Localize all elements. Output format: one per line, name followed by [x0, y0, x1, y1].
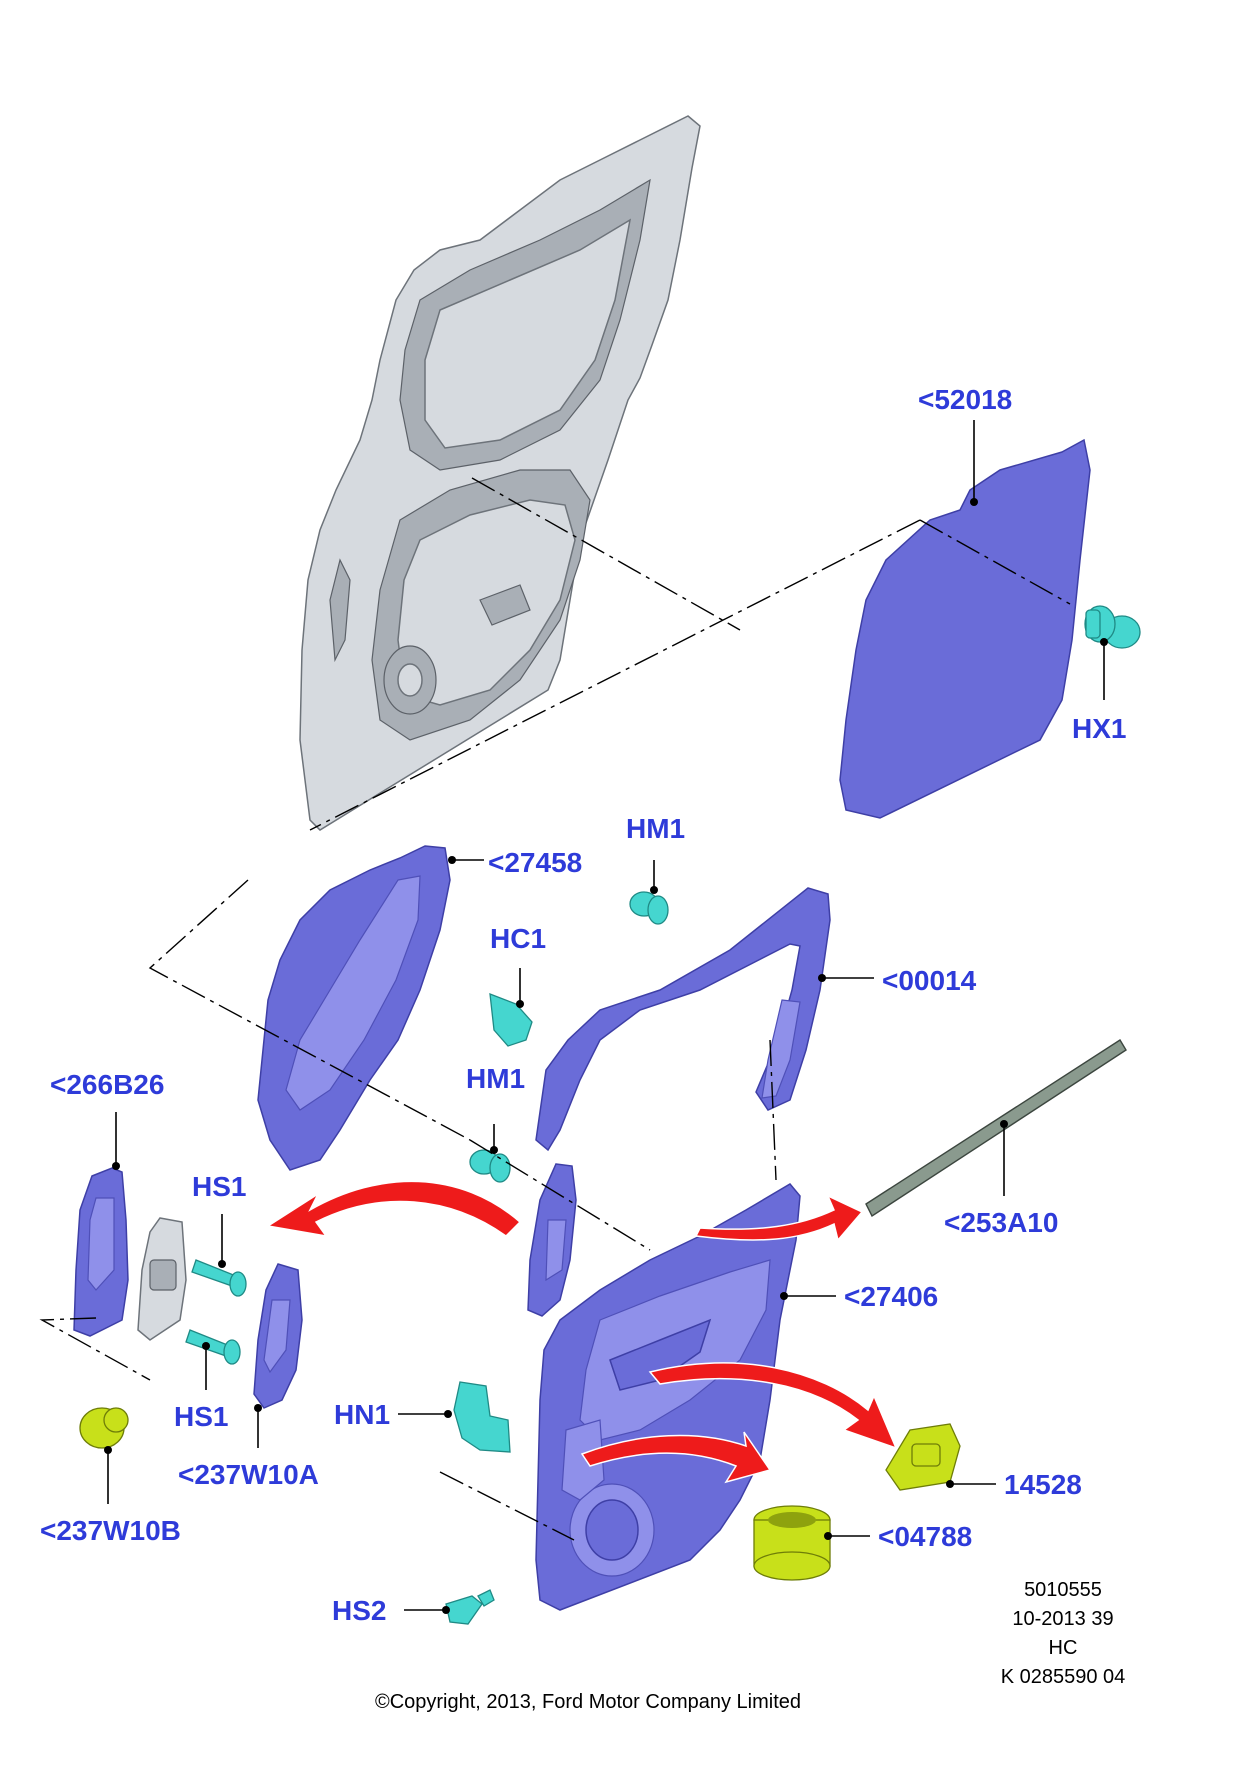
handle-insert-piece: [527, 1163, 577, 1317]
bracket-hn1: [453, 1381, 511, 1453]
label-hs1-top: HS1: [192, 1171, 246, 1202]
watershield-27458: [257, 845, 451, 1171]
label-27458: <27458: [488, 847, 582, 878]
label-266b26: <266B26: [50, 1069, 164, 1100]
screw-hs1-bottom: [185, 1329, 241, 1365]
leader-lines: [104, 420, 1108, 1614]
info-line-3: HC: [1049, 1637, 1078, 1659]
screw-hs2: [445, 1589, 495, 1625]
door-trim-panel-27406: [535, 1183, 801, 1611]
speaker-04788: [753, 1505, 831, 1581]
label-hs1-bottom: HS1: [174, 1401, 228, 1432]
cap-237w10b: [79, 1407, 129, 1449]
clip-hm1-top: [629, 891, 669, 925]
label-hs2: HS2: [332, 1595, 386, 1626]
clip-hm1-mid: [469, 1149, 511, 1183]
handle-mechanism: [137, 1217, 187, 1341]
arrow-to-weatherstrip: [694, 1194, 864, 1242]
label-52018: <52018: [918, 384, 1012, 415]
info-line-2: 10-2013 39: [1012, 1608, 1113, 1630]
trim-frame-00014: [535, 887, 831, 1152]
label-04788: <04788: [878, 1521, 972, 1552]
clip-hc1: [489, 993, 533, 1047]
label-27406: <27406: [844, 1281, 938, 1312]
info-line-1: 5010555: [1024, 1579, 1102, 1601]
info-block: 5010555 10-2013 39 HC K 0285590 04: [1001, 1579, 1126, 1688]
label-14528: 14528: [1004, 1469, 1082, 1500]
dash-dot-construction-lines: [39, 477, 1071, 1541]
label-hn1: HN1: [334, 1399, 390, 1430]
callout-labels: <52018 HX1 HM1 <27458 HC1 <00014 HM1 <26…: [40, 384, 1126, 1626]
red-arrows: [265, 1180, 898, 1484]
screw-hs1-top: [191, 1259, 247, 1297]
clip-hx1: [1084, 605, 1141, 649]
label-hm1-top: HM1: [626, 813, 685, 844]
label-237w10a: <237W10A: [178, 1459, 319, 1490]
arrow-to-speaker: [580, 1431, 772, 1484]
label-253a10: <253A10: [944, 1207, 1058, 1238]
weatherstrip-253a10: [865, 1039, 1127, 1218]
insulator-sheet-52018: [839, 438, 1091, 819]
switch-14528: [885, 1423, 961, 1491]
door-inner-panel: [299, 115, 701, 831]
arrow-to-bezel: [265, 1180, 522, 1238]
info-line-4: K 0285590 04: [1001, 1666, 1126, 1688]
label-hc1: HC1: [490, 923, 546, 954]
label-00014: <00014: [882, 965, 977, 996]
handle-bezel-266b26: [73, 1167, 129, 1337]
label-237w10b: <237W10B: [40, 1515, 181, 1546]
label-hx1: HX1: [1072, 713, 1126, 744]
bezel-237w10a: [253, 1263, 303, 1409]
arrow-to-switch: [648, 1362, 898, 1450]
copyright-text: ©Copyright, 2013, Ford Motor Company Lim…: [375, 1691, 801, 1713]
label-hm1-mid: HM1: [466, 1063, 525, 1094]
